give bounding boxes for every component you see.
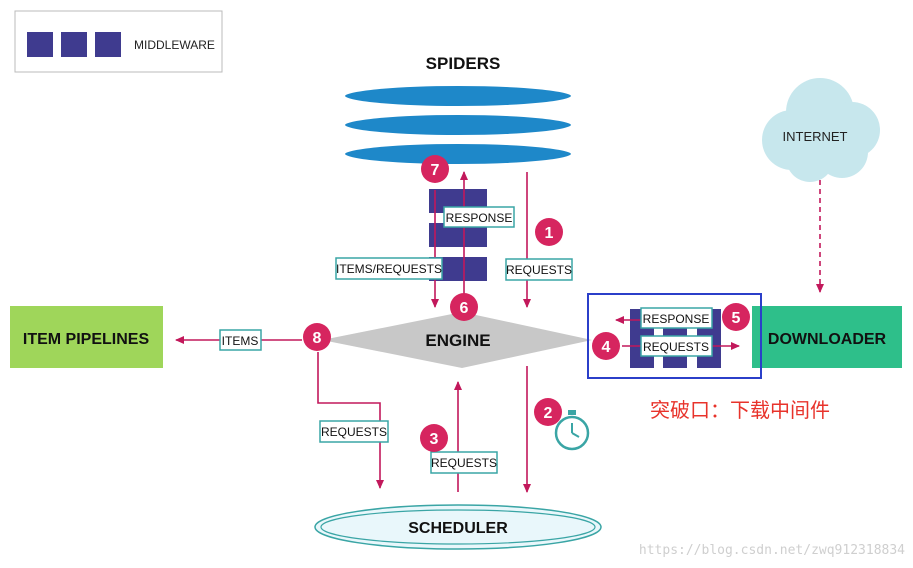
step-1-badge: 1 (535, 218, 563, 246)
svg-text:6: 6 (460, 300, 469, 317)
internet-cloud: INTERNET (762, 78, 880, 182)
label-requests-downloader: REQUESTS (643, 340, 709, 354)
spiders: SPIDERS (343, 54, 573, 166)
scheduler: SCHEDULER (314, 504, 602, 550)
scheduler-label: SCHEDULER (408, 520, 508, 537)
svg-text:7: 7 (431, 162, 440, 179)
step-5-badge: 5 (722, 303, 750, 331)
step-8-badge: 8 (303, 323, 331, 351)
label-items-requests: ITEMS/REQUESTS (336, 262, 442, 276)
spider-disk-1 (343, 84, 573, 108)
label-requests-spider: REQUESTS (506, 263, 572, 277)
label-items: ITEMS (222, 334, 259, 348)
step-7-badge: 7 (421, 155, 449, 183)
flow-arrows (175, 171, 740, 493)
label-response-spider: RESPONSE (446, 211, 513, 225)
flow-labels: RESPONSE ITEMS/REQUESTS REQUESTS ITEMS R… (219, 206, 713, 474)
downloader: DOWNLOADER (752, 306, 902, 368)
legend-middleware-block-2 (61, 32, 87, 57)
svg-text:8: 8 (313, 330, 322, 347)
internet-label: INTERNET (783, 129, 848, 144)
item-pipelines: ITEM PIPELINES (10, 306, 163, 368)
engine-label: ENGINE (425, 331, 490, 350)
svg-text:2: 2 (544, 405, 553, 422)
step-3-badge: 3 (420, 424, 448, 452)
svg-text:3: 3 (430, 431, 439, 448)
step-4-badge: 4 (592, 332, 620, 360)
timer-icon (554, 410, 590, 451)
step-badges: 1 2 3 4 5 6 7 8 (303, 155, 750, 452)
label-response-downloader: RESPONSE (643, 312, 710, 326)
annotation-text: 突破口：下载中间件 (650, 398, 830, 422)
legend-middleware-block-3 (95, 32, 121, 57)
arrow-engine-requests-to-scheduler-left (317, 352, 384, 489)
legend-middleware-block-1 (27, 32, 53, 57)
legend-label: MIDDLEWARE (134, 38, 215, 52)
svg-text:4: 4 (602, 339, 611, 356)
step-2-badge: 2 (534, 398, 562, 426)
svg-text:5: 5 (732, 310, 741, 327)
downloader-label: DOWNLOADER (768, 331, 887, 348)
step-6-badge: 6 (450, 293, 478, 321)
spider-disk-3 (343, 142, 573, 166)
svg-text:1: 1 (545, 225, 554, 242)
spider-disk-2 (343, 113, 573, 137)
engine: ENGINE (322, 312, 592, 368)
watermark: https://blog.csdn.net/zwq912318834 (639, 543, 905, 558)
label-requests-scheduler-mid: REQUESTS (431, 456, 497, 470)
label-requests-scheduler-left: REQUESTS (321, 425, 387, 439)
item-pipelines-label: ITEM PIPELINES (23, 331, 150, 348)
highlight-box (587, 293, 762, 379)
legend: MIDDLEWARE (14, 10, 223, 73)
spiders-title: SPIDERS (426, 54, 501, 73)
